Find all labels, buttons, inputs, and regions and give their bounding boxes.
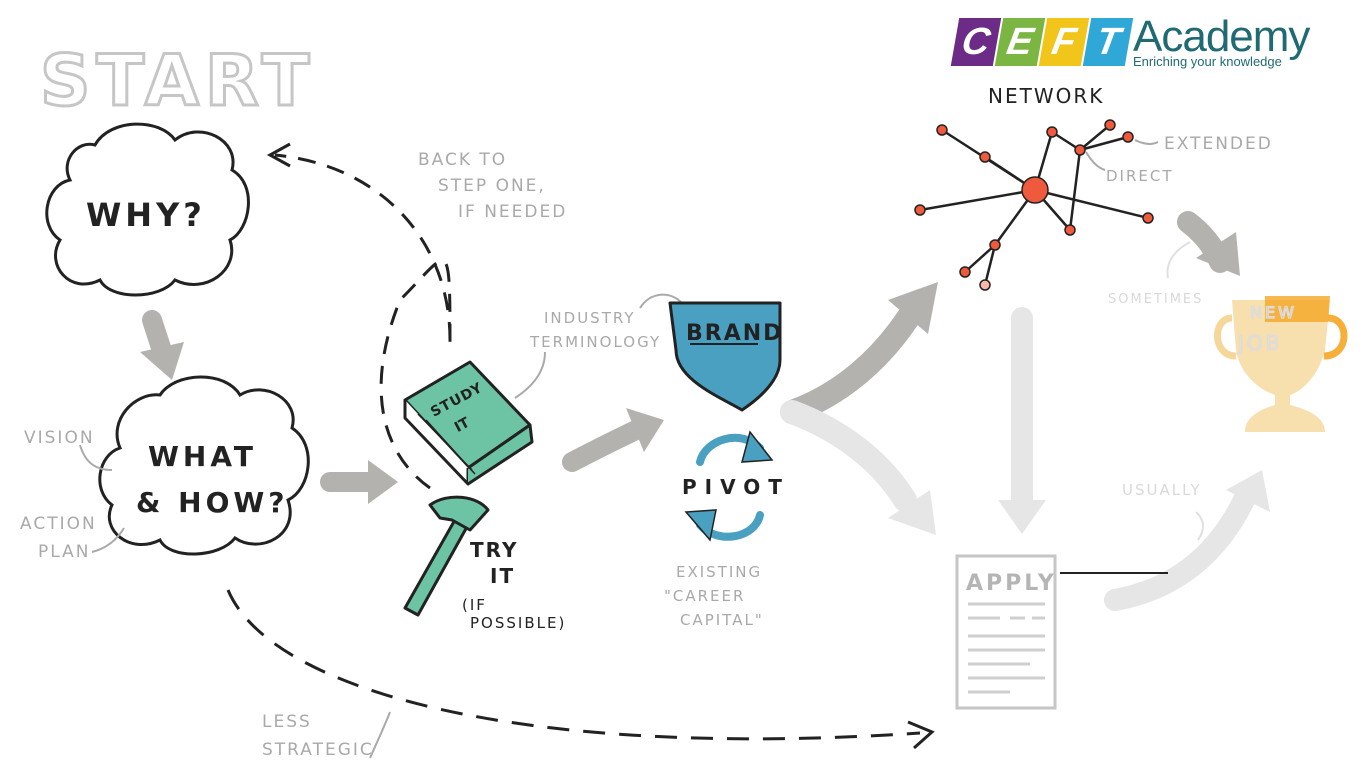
extended-note: EXTENDED — [1164, 134, 1273, 154]
existing-note-line3: CAPITAL" — [680, 611, 764, 629]
brand-shield — [668, 301, 782, 412]
hammer-icon — [403, 495, 490, 617]
try-note-line2: POSSIBLE) — [470, 614, 567, 632]
back-note-line2: STEP ONE, — [438, 176, 546, 196]
logo-tagline: Enriching your knowledge — [1133, 54, 1282, 69]
logo-letter-e: E — [994, 18, 1046, 66]
pivot-label: PIVOT — [682, 475, 790, 499]
extended-connector — [1134, 139, 1159, 146]
back-to-step-one-arrow — [274, 153, 452, 490]
usually-note: USUALLY — [1122, 481, 1202, 499]
industry-note-line2: TERMINOLOGY — [530, 333, 662, 351]
start-title: START — [40, 40, 315, 122]
existing-note-line1: EXISTING — [676, 563, 763, 581]
action-note-line1: ACTION — [20, 514, 97, 534]
flow-arrow-why-to-what — [140, 310, 184, 380]
less-note-line1: LESS — [262, 712, 312, 732]
study-label-line2: IT — [452, 415, 473, 436]
flow-arrow-network-to-apply — [998, 307, 1046, 534]
try-label-line2: IT — [490, 564, 516, 588]
try-label-line1: TRY — [470, 538, 519, 562]
vision-note: VISION — [24, 428, 95, 448]
job-label-line1: NEW — [1250, 303, 1297, 322]
flow-arrow-network-to-job — [1177, 211, 1240, 276]
less-strategic-arrow-head — [907, 720, 935, 750]
action-note-line2: PLAN — [38, 542, 91, 562]
network-graph — [919, 124, 1149, 286]
less-note-line2: STRATEGIC — [262, 740, 374, 760]
network-label: NETWORK — [988, 84, 1105, 108]
existing-note-line2: "CAREER — [664, 587, 746, 605]
flow-arrow-study-to-brand — [562, 408, 664, 472]
logo-letter-t: T — [1082, 18, 1134, 66]
flow-arrow-what-to-study — [320, 460, 398, 504]
vision-connector — [79, 444, 113, 471]
less-strategic-arrow — [226, 589, 921, 741]
logo-letter-f: F — [1038, 18, 1090, 66]
trophy-icon — [1214, 296, 1348, 432]
industry-note-line1: INDUSTRY — [544, 309, 636, 327]
what-how-cloud — [98, 375, 310, 556]
job-label-line2: JOB — [1236, 331, 1282, 355]
back-arrow-head — [266, 142, 291, 168]
brand-connector — [639, 293, 684, 309]
flow-arrow-apply-to-job — [1104, 470, 1270, 611]
back-note-line3: IF NEEDED — [458, 202, 568, 222]
why-label: WHY? — [86, 196, 206, 234]
apply-label: APPLY — [966, 571, 1057, 596]
try-note-line1: (IF — [462, 596, 487, 614]
logo-wordmark: Academy — [1133, 12, 1310, 61]
ceft-academy-logo: C E F T Academy Enriching your knowledge — [950, 12, 1335, 70]
pivot-cycle-icon — [684, 430, 774, 542]
flow-arrow-brand-to-network — [780, 282, 938, 424]
action-plan-connector — [91, 527, 125, 553]
back-note-line1: BACK TO — [418, 150, 508, 170]
less-strategic-connector — [369, 711, 391, 759]
sometimes-connector — [1166, 241, 1191, 279]
network-nodes — [914, 119, 1154, 291]
book-icon — [403, 360, 534, 486]
brand-label: BRAND — [686, 321, 783, 346]
direct-note: DIRECT — [1106, 167, 1174, 185]
usually-connector — [1195, 511, 1204, 541]
direct-connector — [1085, 151, 1106, 171]
sometimes-note: SOMETIMES — [1108, 292, 1204, 307]
industry-connector — [514, 351, 546, 399]
what-label: WHAT — [148, 440, 257, 473]
how-label: & HOW? — [136, 486, 289, 519]
logo-letter-c: C — [950, 18, 1002, 66]
why-cloud — [45, 122, 250, 297]
flow-arrow-brand-to-apply — [780, 400, 936, 535]
apply-document — [955, 554, 1057, 710]
